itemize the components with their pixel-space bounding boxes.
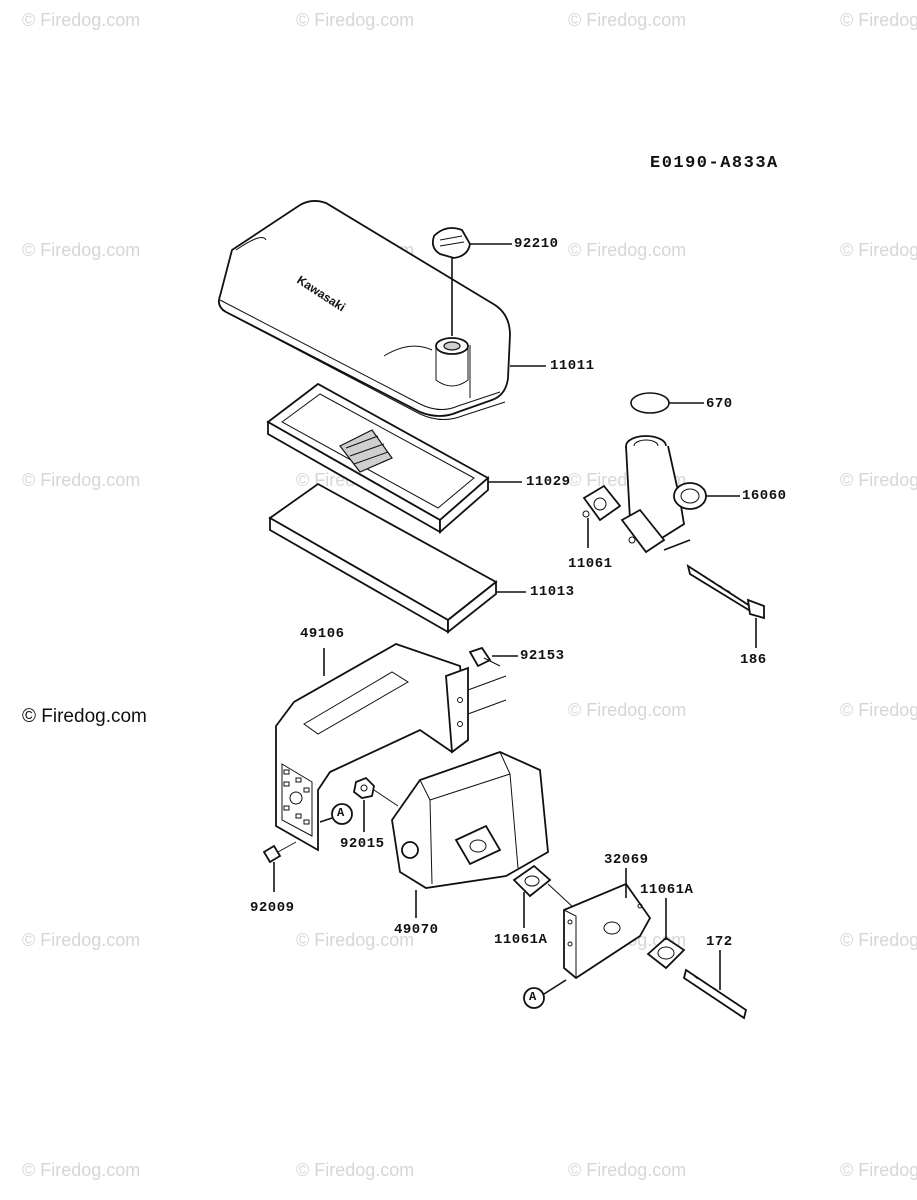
watermark: © Firedog.com — [296, 10, 415, 30]
part-number-49106[interactable]: 49106 — [300, 626, 345, 642]
pre-filter — [268, 482, 498, 634]
watermark: © Firedog.com — [296, 1160, 415, 1180]
nut — [353, 776, 375, 799]
part-number-49070[interactable]: 49070 — [394, 922, 439, 938]
elbow-pipe — [620, 435, 707, 554]
watermark: © Firedog.com — [22, 10, 141, 30]
callout-a-circle — [331, 803, 353, 825]
part-number-11061[interactable]: 11061 — [568, 556, 613, 572]
watermark: © Firedog.com — [840, 930, 917, 950]
screw — [262, 841, 297, 864]
watermark: © Firedog.com — [840, 1160, 917, 1180]
watermark: © Firedog.com — [840, 470, 917, 490]
callout-a: A — [529, 990, 537, 1004]
watermark-prominent: © Firedog.com — [22, 706, 147, 727]
stud-bolt — [682, 968, 748, 1020]
gasket-left — [512, 864, 552, 898]
part-number-186[interactable]: 186 — [740, 652, 767, 668]
watermark: © Firedog.com — [22, 1160, 141, 1180]
watermark: © Firedog.com — [22, 240, 141, 260]
filter-element — [266, 382, 490, 534]
part-number-11011[interactable]: 11011 — [550, 358, 595, 374]
muffler-cover — [275, 643, 469, 852]
part-number-11029[interactable]: 11029 — [526, 474, 571, 490]
watermark: © Firedog.com — [840, 700, 917, 720]
part-number-11061a-left[interactable]: 11061A — [494, 932, 548, 948]
gasket-top — [582, 484, 622, 522]
watermark: © Firedog.com — [568, 10, 687, 30]
muffler — [391, 751, 549, 889]
cap — [431, 227, 471, 259]
bracket — [563, 882, 652, 980]
part-number-11061a-right[interactable]: 11061A — [640, 882, 694, 898]
watermark: © Firedog.com — [296, 930, 415, 950]
watermark: © Firedog.com — [840, 240, 917, 260]
part-number-32069[interactable]: 32069 — [604, 852, 649, 868]
watermark: © Firedog.com — [568, 700, 687, 720]
flange-bolt — [468, 646, 501, 668]
gasket-right — [646, 936, 686, 970]
part-number-11013[interactable]: 11013 — [530, 584, 575, 600]
part-number-16060[interactable]: 16060 — [742, 488, 787, 504]
part-number-92015[interactable]: 92015 — [340, 836, 385, 852]
part-number-92210[interactable]: 92210 — [514, 236, 559, 252]
watermark: © Firedog.com — [22, 470, 141, 490]
watermark: © Firedog.com — [568, 1160, 687, 1180]
watermark: © Firedog.com — [22, 930, 141, 950]
part-number-92153[interactable]: 92153 — [520, 648, 565, 664]
part-number-670[interactable]: 670 — [706, 396, 733, 412]
part-number-172[interactable]: 172 — [706, 934, 733, 950]
long-bolt — [686, 564, 765, 620]
callout-a-circle — [523, 987, 545, 1009]
watermark: © Firedog.com — [568, 240, 687, 260]
diagram-code: E0190-A833A — [650, 154, 779, 173]
air-cleaner-cover: Kawasaki — [217, 200, 511, 420]
o-ring — [630, 392, 670, 414]
callout-a: A — [337, 806, 345, 820]
watermark: © Firedog.com — [840, 10, 917, 30]
part-number-92009[interactable]: 92009 — [250, 900, 295, 916]
